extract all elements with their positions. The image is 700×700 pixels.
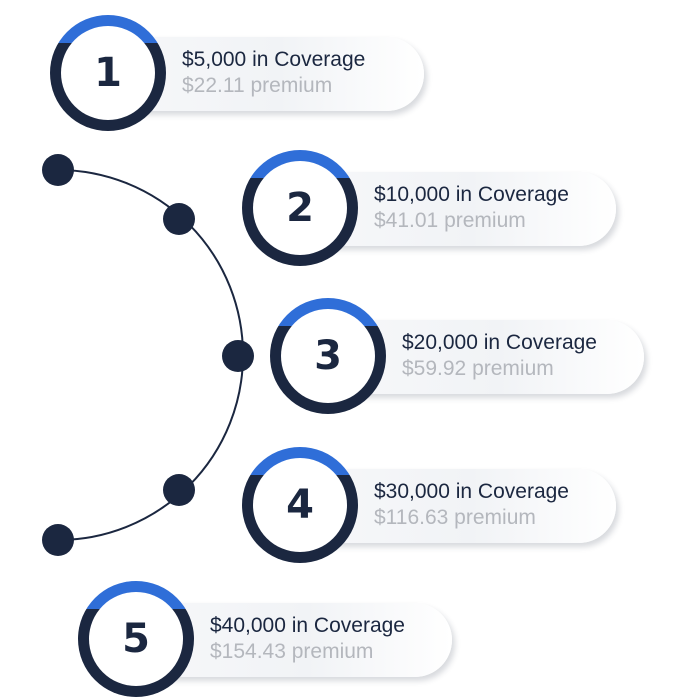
coverage-amount: $30,000 in Coverage	[374, 480, 569, 503]
tier-number: 1	[94, 50, 122, 96]
arc-node	[163, 203, 195, 235]
premium-amount: $59.92 premium	[402, 357, 554, 380]
tier-number: 5	[122, 616, 150, 662]
premium-amount: $116.63 premium	[374, 506, 536, 529]
premium-amount: $41.01 premium	[374, 209, 526, 232]
coverage-tier-4: 4 $30,000 in Coverage $116.63 premium	[242, 447, 622, 563]
arc-line	[57, 169, 244, 541]
tier-number: 4	[286, 482, 314, 528]
arc-node	[42, 524, 74, 556]
coverage-amount: $10,000 in Coverage	[374, 183, 569, 206]
premium-amount: $22.11 premium	[182, 74, 333, 97]
coverage-amount: $20,000 in Coverage	[402, 331, 597, 354]
tier-badge: 1	[50, 15, 166, 131]
coverage-tier-2: 2 $10,000 in Coverage $41.01 premium	[242, 150, 622, 266]
tier-badge: 3	[270, 298, 386, 414]
arc-node	[222, 340, 254, 372]
tier-badge: 5	[78, 581, 194, 697]
tier-number: 2	[286, 185, 314, 231]
tier-badge: 4	[242, 447, 358, 563]
coverage-tier-3: 3 $20,000 in Coverage $59.92 premium	[270, 298, 650, 414]
arc-node	[163, 474, 195, 506]
tier-badge: 2	[242, 150, 358, 266]
coverage-amount: $40,000 in Coverage	[210, 614, 405, 637]
coverage-amount: $5,000 in Coverage	[182, 48, 366, 71]
premium-amount: $154.43 premium	[210, 640, 374, 663]
coverage-tier-1: 1 $5,000 in Coverage $22.11 premium	[50, 15, 430, 131]
arc-node	[42, 154, 74, 186]
coverage-tier-5: 5 $40,000 in Coverage $154.43 premium	[78, 581, 458, 697]
tier-number: 3	[314, 333, 342, 379]
